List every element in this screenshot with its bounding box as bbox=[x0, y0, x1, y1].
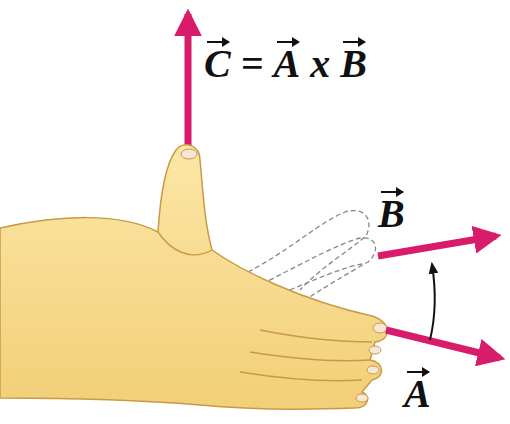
rotation-arrow bbox=[430, 264, 435, 340]
finger-lines bbox=[158, 232, 372, 381]
vector-symbol: A bbox=[404, 370, 431, 418]
fingernails bbox=[181, 149, 387, 402]
formula-label: C = A x B bbox=[204, 30, 367, 88]
hand bbox=[0, 145, 387, 409]
vector-symbol: A bbox=[273, 40, 300, 88]
vector-symbol: C bbox=[204, 40, 231, 88]
vector-symbol: B bbox=[378, 190, 405, 238]
vector-a bbox=[386, 330, 500, 358]
vector-label: B bbox=[378, 180, 405, 238]
vector-symbol: B bbox=[340, 40, 367, 88]
vector-b bbox=[378, 236, 496, 256]
vector-c bbox=[185, 14, 192, 150]
vector-label: A bbox=[404, 360, 431, 418]
